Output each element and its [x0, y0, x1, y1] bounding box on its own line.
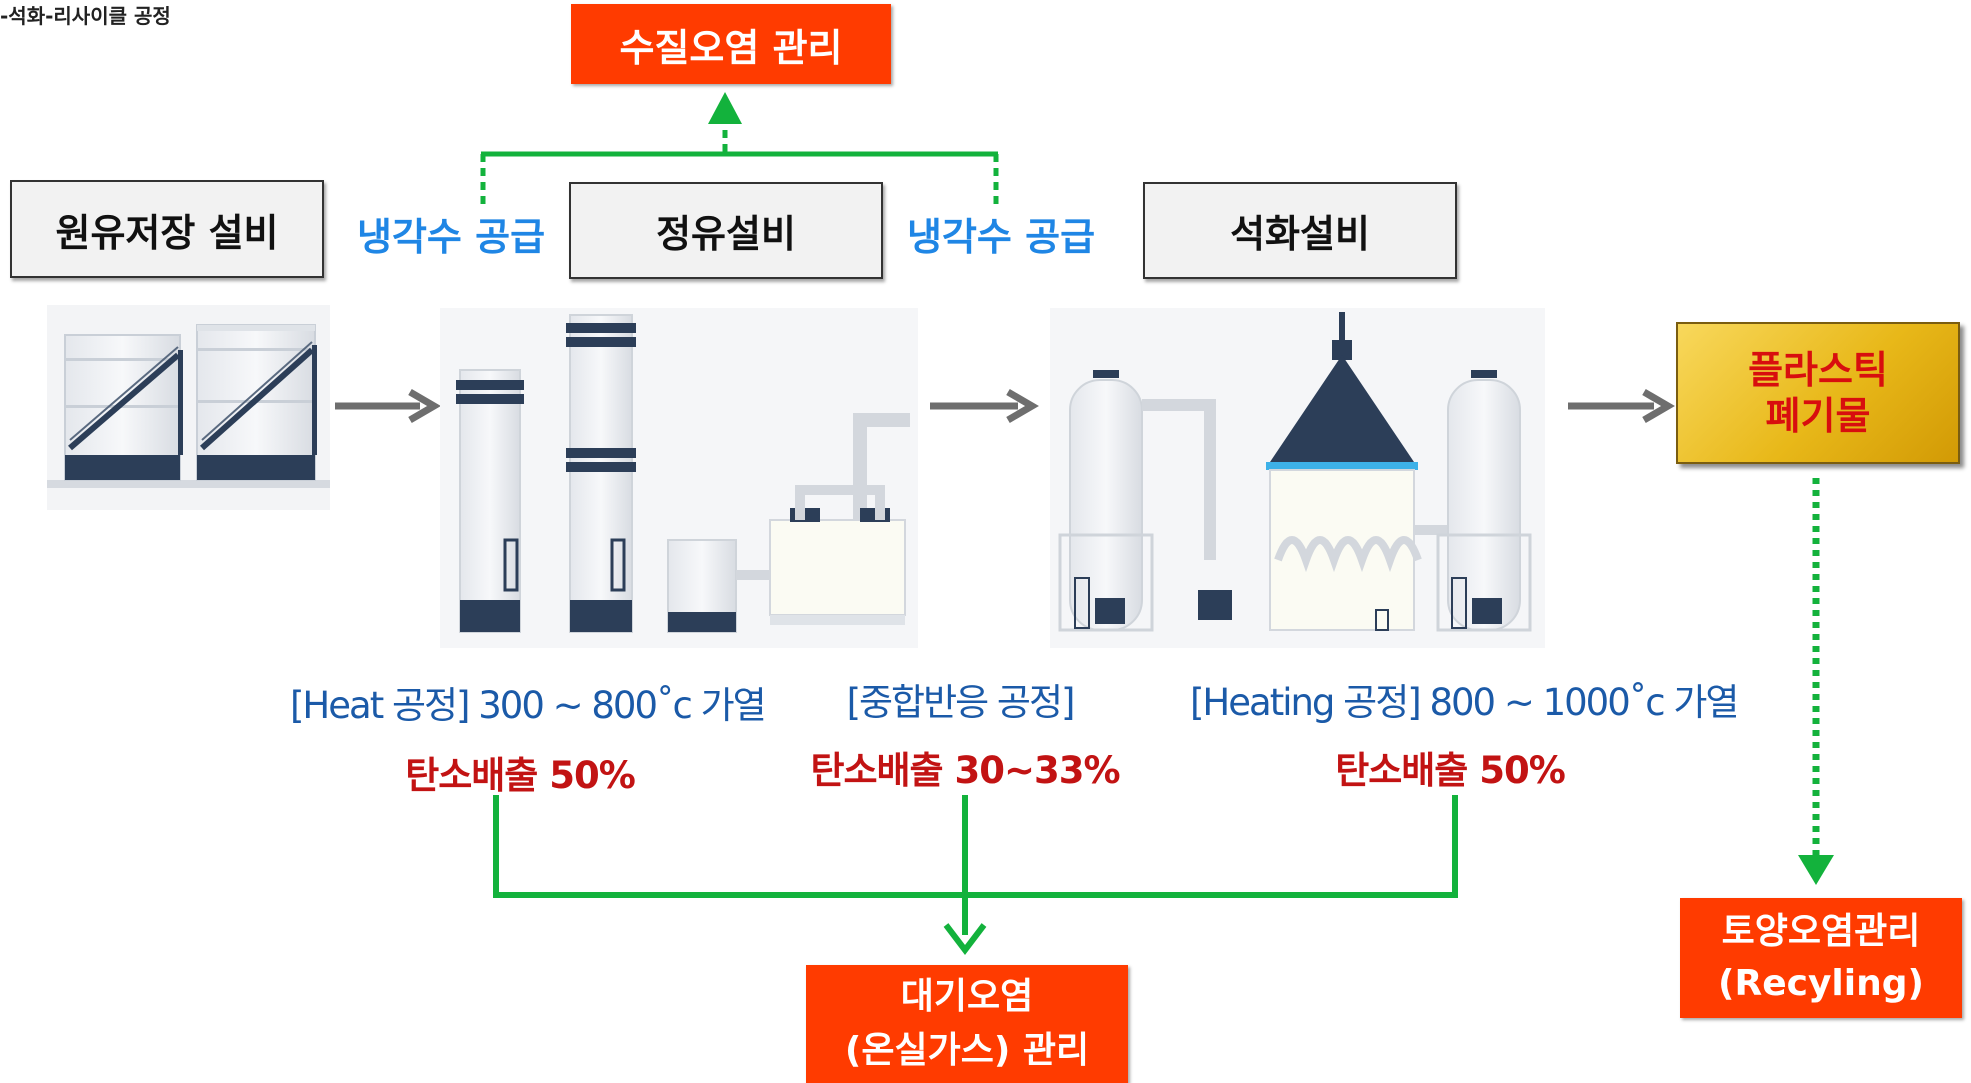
emission-label-heat: 탄소배출 50% — [405, 754, 636, 797]
cooling-water-connector — [480, 92, 999, 204]
soil-pollution-line2: (Recyling) — [1718, 963, 1924, 1004]
emission-label-polymerization: 탄소배출 30~33% — [810, 749, 1120, 792]
air-pollution-box: 대기오염 (온실가스) 관리 — [806, 965, 1128, 1083]
coolant-supply-left: 냉각수 공급 — [357, 215, 546, 259]
right-arrow-icon — [1568, 388, 1675, 424]
emission-label-heating: 탄소배출 50% — [1335, 749, 1566, 792]
up-arrow-icon — [708, 92, 742, 124]
water-pollution-box: 수질오염 관리 — [571, 4, 891, 84]
storage-tank-icon — [47, 305, 330, 510]
air-pollution-line2: (온실가스) 관리 — [844, 1030, 1090, 1071]
down-arrow-icon — [1798, 855, 1834, 885]
down-arrow-icon — [943, 923, 987, 955]
recycle-connector — [1798, 478, 1834, 885]
petrochemical-plant-icon — [1050, 308, 1545, 648]
petrochem-box: 석화설비 — [1143, 182, 1457, 279]
process-label-heat: [Heat 공정] 300 ~ 800˚c 가열 — [290, 684, 767, 727]
process-label-heating: [Heating 공정] 800 ~ 1000˚c 가열 — [1190, 681, 1739, 724]
plastic-waste-line2: 폐기물 — [1765, 394, 1871, 438]
water-pollution-label: 수질오염 관리 — [619, 25, 843, 70]
refinery-plant-icon — [440, 308, 918, 648]
plastic-waste-box: 플라스틱 폐기물 — [1676, 322, 1960, 464]
soil-pollution-line1: 토양오염관리 — [1721, 911, 1921, 952]
oil-storage-label: 원유저장 설비 — [55, 210, 279, 255]
flow-arrows — [335, 388, 1675, 424]
oil-storage-box: 원유저장 설비 — [10, 180, 324, 278]
page-caption: -석화-리사이클 공정 — [0, 4, 171, 28]
plastic-waste-line1: 플라스틱 — [1748, 348, 1888, 392]
right-arrow-icon — [335, 388, 441, 424]
soil-pollution-box: 토양오염관리 (Recyling) — [1680, 898, 1962, 1018]
right-arrow-icon — [930, 388, 1039, 424]
air-pollution-line1: 대기오염 — [900, 976, 1034, 1017]
emission-connector — [493, 795, 1458, 955]
process-label-polymerization: [중합반응 공정] — [846, 681, 1076, 724]
refinery-box: 정유설비 — [569, 182, 883, 279]
petrochem-label: 석화설비 — [1230, 212, 1370, 256]
coolant-supply-right: 냉각수 공급 — [907, 215, 1096, 259]
refinery-label: 정유설비 — [656, 212, 796, 256]
